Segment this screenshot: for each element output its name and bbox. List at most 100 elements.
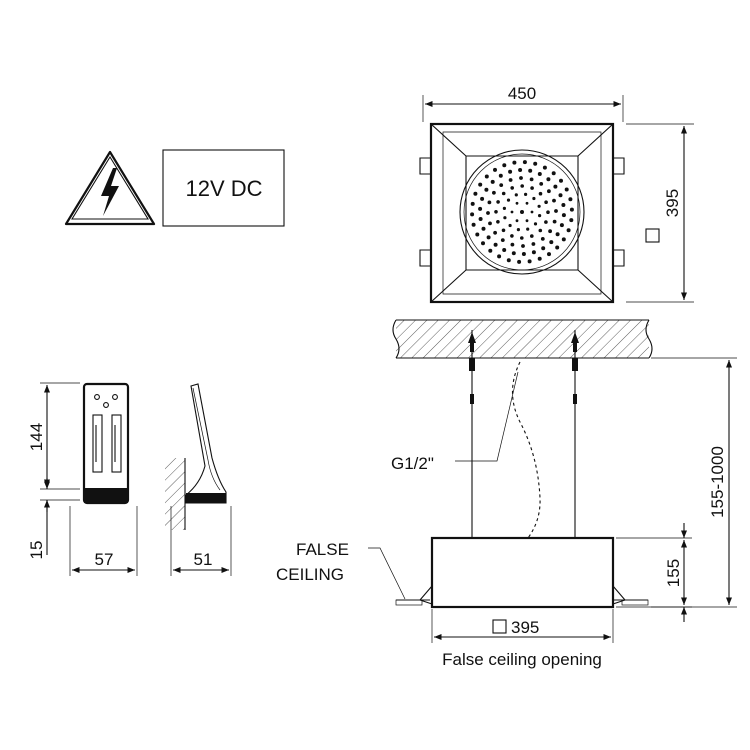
nozzle-dot [497, 254, 502, 259]
nozzle-dot [544, 200, 548, 204]
nozzle-dot [500, 238, 505, 243]
nozzle-dot [510, 242, 515, 247]
nozzle-dot [511, 251, 516, 256]
flexible-hose [512, 361, 541, 539]
nozzle-dot [537, 204, 541, 208]
nozzle-dot [510, 210, 514, 214]
nozzle-dot [554, 209, 558, 213]
nozzle-dot [488, 248, 493, 253]
nozzle-dot [532, 196, 536, 201]
nozzle-dot [539, 182, 544, 186]
nozzle-dot [521, 244, 525, 248]
nozzle-dot [530, 210, 534, 214]
nozzle-dot [559, 223, 564, 228]
nozzle-dot [555, 232, 560, 237]
nozzle-dot [506, 198, 511, 202]
nozzle-dot [470, 201, 475, 206]
nozzle-dot [533, 161, 538, 166]
suspension-rod-right [571, 330, 579, 538]
nozzle-dot [568, 197, 573, 202]
nozzle-dot [508, 223, 512, 228]
nozzle-dot [520, 210, 524, 214]
connection-size-label: G1/2" [391, 454, 434, 473]
nozzle-dot [566, 228, 571, 233]
control-box-views: 144 15 57 51 [27, 382, 232, 576]
top-width-dimension: 450 [508, 84, 536, 103]
nozzle-dot [510, 186, 514, 190]
nozzle-dot [538, 228, 543, 233]
ceiling-slab [396, 320, 649, 358]
nozzle-dot [478, 206, 483, 211]
body-height-dimension: 155 [664, 559, 683, 587]
nozzle-dot [552, 219, 557, 224]
nozzle-dot [547, 189, 551, 194]
nozzle-dot [546, 177, 551, 182]
nozzle-dot [525, 219, 529, 223]
opening-size-dimension: 395 [511, 618, 539, 637]
shower-body [430, 536, 615, 609]
nozzle-dot [486, 235, 491, 240]
nozzle-dot [471, 222, 476, 227]
nozzle-dot [561, 213, 566, 218]
nozzle-dot [475, 232, 480, 237]
nozzle-dot [538, 191, 543, 196]
nozzle-dot [526, 227, 530, 231]
nozzle-dot [519, 176, 523, 180]
nozzle-dot [508, 169, 513, 174]
nozzle-dot [559, 178, 563, 183]
nozzle-dot [470, 212, 475, 217]
nozzle-dot [531, 242, 536, 246]
nozzle-dot [524, 192, 528, 196]
suspension-range-dimension: 155-1000 [708, 446, 727, 518]
nozzle-dot [473, 191, 478, 196]
nozzle-dot [547, 252, 551, 257]
nozzle-dot [508, 178, 513, 182]
nozzle-dot [501, 228, 506, 233]
nozzle-dot [555, 245, 560, 250]
nozzle-dot [551, 171, 556, 176]
nozzle-dot [564, 187, 569, 192]
nozzle-dot [498, 173, 503, 178]
nozzle-dot [522, 160, 527, 165]
nozzle-dot [490, 179, 495, 184]
nozzle-dot [558, 193, 563, 198]
opening-square-symbol-icon [492, 619, 507, 634]
nozzle-dot [546, 210, 550, 214]
voltage-box: 12V DC [162, 149, 285, 227]
nozzle-dot [518, 168, 523, 172]
nozzle-dot [517, 259, 522, 264]
nozzle-dot [503, 216, 507, 220]
nozzle-dot [515, 201, 519, 205]
nozzle-dot [516, 228, 521, 232]
nozzle-dot [549, 240, 554, 245]
control-depth-dimension: 51 [194, 550, 213, 569]
nozzle-dot [502, 248, 507, 252]
nozzle-dot [478, 217, 483, 221]
nozzle-dot [548, 229, 552, 234]
shower-head-disc [459, 149, 585, 275]
nozzle-dot [487, 200, 492, 205]
top-view: 450 395 [419, 84, 694, 304]
nozzle-dot [537, 172, 542, 176]
nozzle-dot [521, 252, 526, 256]
nozzle-dot [493, 167, 497, 172]
nozzle-dot [496, 200, 500, 204]
nozzle-dot [538, 214, 542, 218]
nozzle-dot [537, 256, 542, 261]
nozzle-dot [502, 206, 506, 210]
nozzle-dot [530, 234, 534, 238]
nozzle-dot [544, 220, 548, 224]
voltage-label: 12V DC [185, 176, 262, 201]
nozzle-dot [553, 184, 558, 189]
nozzle-dot [525, 201, 529, 205]
nozzle-dot [488, 221, 492, 226]
nozzle-dot [506, 258, 511, 263]
nozzle-dot [527, 259, 532, 264]
nozzle-dot [514, 193, 518, 197]
nozzle-dot [530, 186, 534, 190]
installation-section: G1/2" FALSE CEILING 155 155-1000 39 [276, 319, 737, 669]
nozzle-dot [542, 165, 547, 170]
nozzle-dot [499, 183, 504, 188]
nozzle-dot [520, 184, 524, 188]
